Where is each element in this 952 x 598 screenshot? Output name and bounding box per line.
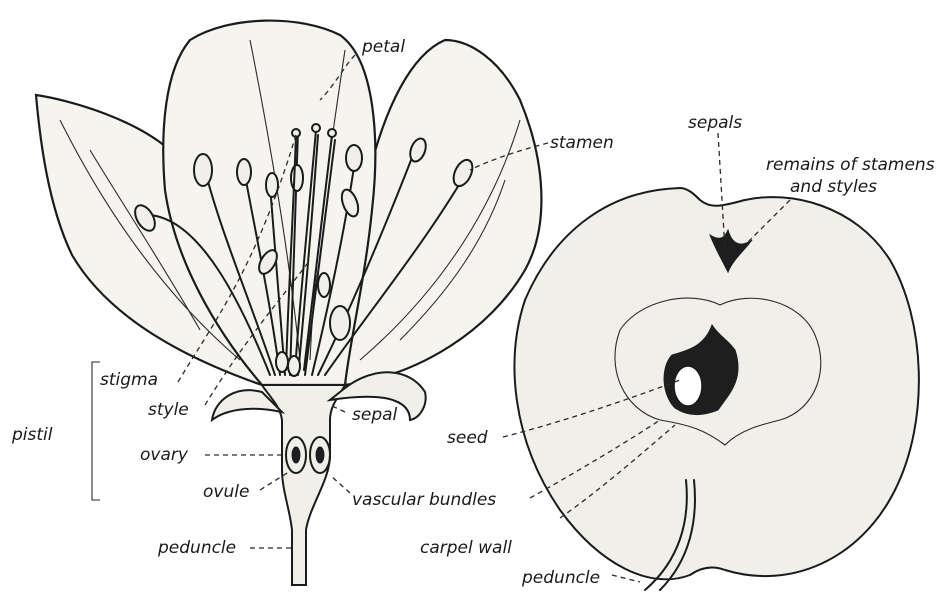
label-carpel-wall: carpel wall [420, 538, 512, 558]
label-style: style [148, 400, 189, 420]
apple-drawing [515, 188, 919, 590]
label-stamen: stamen [550, 133, 614, 153]
receptacle [262, 385, 345, 585]
seed-shape [674, 366, 702, 406]
label-pistil: pistil [11, 425, 53, 445]
label-seed: seed [447, 428, 488, 448]
right-petal [345, 40, 541, 385]
label-peduncle-fruit: peduncle [521, 568, 600, 588]
label-sepals: sepals [688, 113, 742, 133]
label-sepal: sepal [352, 405, 398, 425]
label-remains-line1: remains of stamens [766, 155, 935, 175]
label-peduncle-flower: peduncle [157, 538, 236, 558]
label-ovary: ovary [140, 445, 189, 465]
label-stigma: stigma [100, 370, 158, 390]
label-remains-line2: and styles [790, 177, 877, 197]
label-petal: petal [361, 37, 405, 57]
label-ovule: ovule [203, 482, 249, 502]
label-vascular-bundles: vascular bundles [352, 490, 496, 510]
